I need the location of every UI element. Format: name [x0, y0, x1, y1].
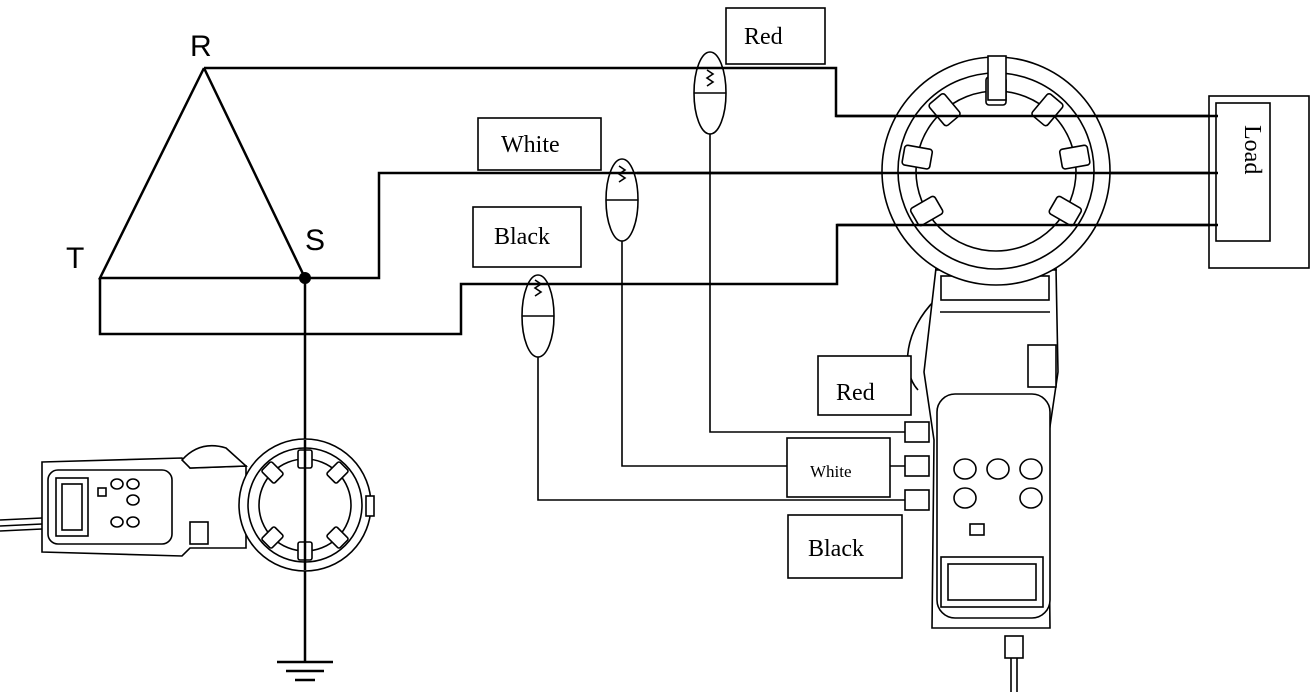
node-s-label: S: [305, 224, 325, 257]
node-t-label: T: [66, 242, 84, 275]
clip-red-tag: [725, 7, 826, 65]
clip-red: [693, 51, 727, 135]
meter-black-tag: [787, 514, 903, 579]
main-clamp-meter: [881, 55, 1111, 692]
clip-black-label: Black: [494, 224, 550, 250]
jack-red: [904, 421, 930, 443]
meter-white-label: White: [810, 462, 852, 481]
clip-white-tag: [477, 117, 602, 171]
meter-red-tag: [817, 355, 912, 416]
lead-red: [709, 134, 905, 433]
meter-white-tag: [786, 437, 891, 498]
main-meter-button: [1019, 458, 1043, 480]
clip-black-tag: [472, 206, 582, 268]
lead-black: [537, 357, 905, 501]
delta-source: R T S: [66, 30, 325, 284]
main-meter-button: [953, 458, 977, 480]
meter-red-label: Red: [836, 380, 875, 406]
jack-white: [904, 455, 930, 477]
clip-black: [521, 274, 555, 358]
clip-red-label: Red: [744, 24, 783, 50]
main-meter-button: [1019, 487, 1043, 509]
load-label: Load: [1239, 125, 1265, 174]
jack-black: [904, 489, 930, 511]
delta-triangle: [97, 67, 307, 280]
node-r-label: R: [190, 30, 212, 63]
clip-white: [605, 158, 639, 242]
clip-white-label: White: [501, 132, 560, 158]
meter-black-label: Black: [808, 536, 864, 562]
main-meter-button: [986, 458, 1010, 480]
leakage-clamp-meter: [0, 438, 375, 572]
main-meter-button: [953, 487, 977, 509]
